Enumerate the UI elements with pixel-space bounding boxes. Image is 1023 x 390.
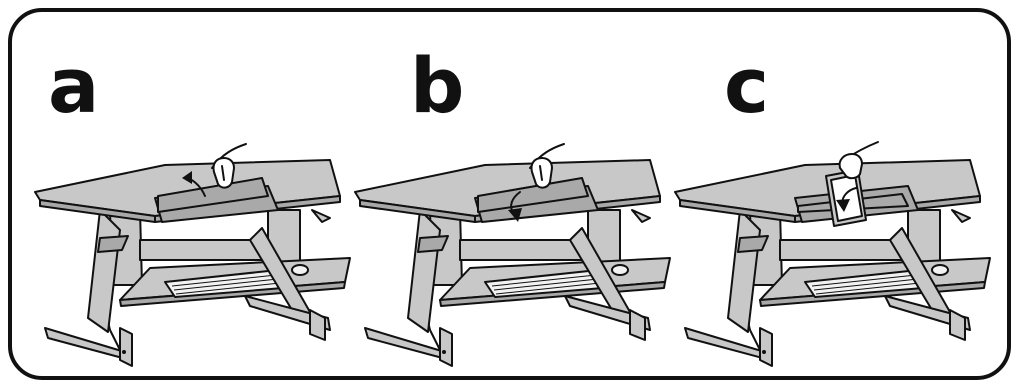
desk-panel-c bbox=[674, 141, 991, 367]
step-label-a: a bbox=[48, 41, 100, 130]
desk-panel-b bbox=[354, 143, 671, 367]
desk-panel-a bbox=[34, 143, 351, 367]
hand-icon bbox=[838, 141, 879, 180]
hand-icon bbox=[529, 143, 565, 189]
hand-icon bbox=[211, 143, 247, 189]
arrow-head-c bbox=[836, 199, 850, 212]
step-label-b: b bbox=[410, 41, 465, 130]
tablet-icon bbox=[825, 169, 867, 227]
step-label-c: c bbox=[724, 41, 770, 130]
arrow-head-b bbox=[508, 208, 522, 222]
tray-lid-a bbox=[157, 177, 269, 213]
arrow-head-a bbox=[182, 171, 192, 184]
tray-lid-b bbox=[477, 177, 589, 213]
